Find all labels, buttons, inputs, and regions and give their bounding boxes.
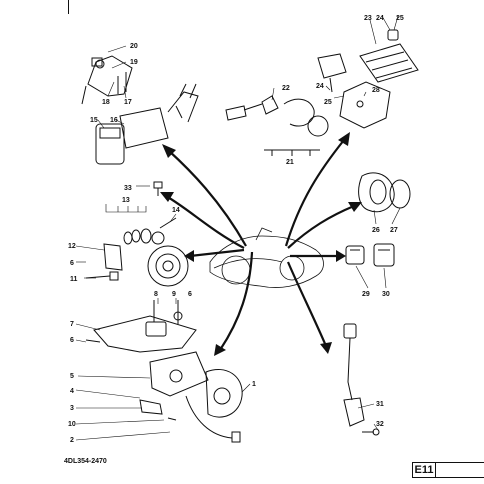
page-reference: E11 bbox=[412, 462, 436, 478]
callout-31: 31 bbox=[376, 401, 384, 408]
callout-20: 20 bbox=[130, 43, 138, 50]
callout-22: 22 bbox=[282, 85, 290, 92]
part-3 bbox=[139, 399, 163, 415]
callout-9: 9 bbox=[172, 291, 176, 298]
bracket-12 bbox=[103, 243, 123, 271]
callout-2: 2 bbox=[70, 437, 74, 444]
ignition-5 bbox=[149, 351, 209, 397]
page-reference-frame bbox=[434, 462, 484, 478]
callout-18: 18 bbox=[102, 99, 110, 106]
callout-25b: 25 bbox=[324, 99, 332, 106]
assembly-arrows bbox=[165, 139, 355, 351]
callout-32: 32 bbox=[376, 421, 384, 428]
callout-13: 13 bbox=[122, 197, 130, 204]
part-27 bbox=[389, 179, 411, 209]
callout-23: 23 bbox=[364, 15, 372, 22]
relay-15 bbox=[95, 123, 125, 165]
callout-29: 29 bbox=[362, 291, 370, 298]
callout-7: 7 bbox=[70, 321, 74, 328]
sensor-31 bbox=[343, 397, 365, 427]
callout-16: 16 bbox=[110, 117, 118, 124]
callout-3: 3 bbox=[70, 405, 74, 412]
horn bbox=[147, 245, 189, 287]
fuse-group bbox=[345, 243, 395, 267]
arrow-heads bbox=[160, 132, 362, 356]
part-1 bbox=[205, 369, 243, 418]
callout-8: 8 bbox=[154, 291, 158, 298]
callout-1: 1 bbox=[252, 381, 256, 388]
callout-10: 10 bbox=[68, 421, 76, 428]
callout-33: 33 bbox=[124, 185, 132, 192]
callout-14: 14 bbox=[172, 207, 180, 214]
regulator-23 bbox=[359, 43, 419, 83]
callout-28: 28 bbox=[372, 87, 380, 94]
callout-12: 12 bbox=[68, 243, 76, 250]
flasher-group bbox=[358, 172, 411, 213]
part-26 bbox=[358, 172, 395, 213]
horn-group bbox=[85, 217, 189, 287]
callout-30: 30 bbox=[382, 291, 390, 298]
fuse-30 bbox=[373, 243, 395, 267]
callout-26: 26 bbox=[372, 227, 380, 234]
callout-6c: 6 bbox=[70, 337, 74, 344]
callout-24a: 24 bbox=[376, 15, 384, 22]
bracket-7 bbox=[93, 315, 197, 353]
callout-24b: 24 bbox=[316, 83, 324, 90]
callout-5: 5 bbox=[70, 373, 74, 380]
callout-19: 19 bbox=[130, 59, 138, 66]
sensor-wire-group bbox=[343, 323, 380, 436]
callout-27: 27 bbox=[390, 227, 398, 234]
starter-relay-21 bbox=[307, 115, 329, 137]
bolt-33 bbox=[153, 181, 163, 196]
bracket-28 bbox=[339, 81, 391, 129]
callout-25a: 25 bbox=[396, 15, 404, 22]
callout-6a: 6 bbox=[70, 260, 74, 267]
callout-11: 11 bbox=[70, 276, 78, 283]
leader-lines bbox=[75, 15, 401, 441]
callout-4: 4 bbox=[70, 388, 74, 395]
callout-6b: 6 bbox=[188, 291, 192, 298]
sensor-bracket-group bbox=[85, 300, 197, 353]
callout-21: 21 bbox=[286, 159, 294, 166]
bolt-32 bbox=[372, 428, 380, 436]
fuse-29 bbox=[345, 245, 365, 265]
ignition-group bbox=[139, 351, 243, 443]
callout-15: 15 bbox=[90, 117, 98, 124]
relay-unit-group bbox=[81, 55, 199, 165]
page-edge-line bbox=[68, 0, 69, 14]
regulator-group bbox=[225, 29, 419, 156]
callout-17: 17 bbox=[124, 99, 132, 106]
drawing-code: 4DL354-2470 bbox=[64, 458, 107, 465]
callout-labels: 20 19 18 17 15 16 23 24 25 22 24 25 28 2… bbox=[68, 15, 404, 444]
relay-16 bbox=[119, 107, 169, 149]
